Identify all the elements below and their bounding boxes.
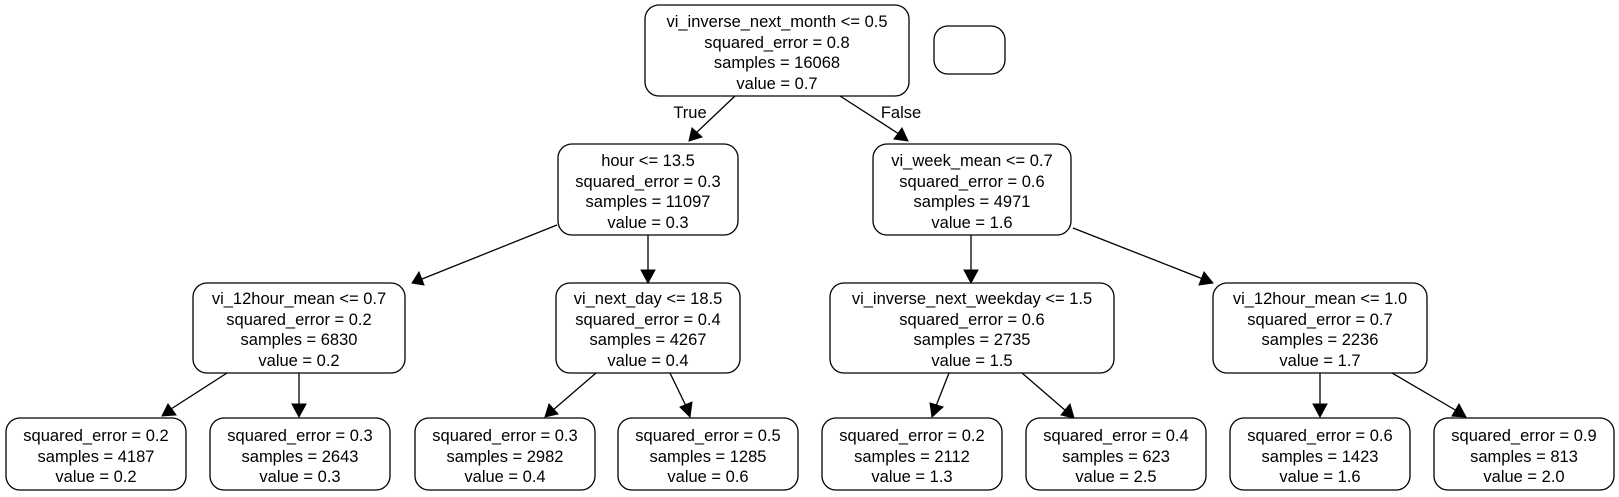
tree-leaf: squared_error = 0.5 samples = 1285 value… [617, 417, 799, 491]
tree-leaf: squared_error = 0.2 samples = 4187 value… [5, 417, 187, 491]
node-squared-error: squared_error = 0.3 [432, 427, 577, 445]
tree-leaf: squared_error = 0.6 samples = 1423 value… [1229, 417, 1411, 491]
node-squared-error: squared_error = 0.6 [1247, 427, 1392, 445]
node-samples: samples = 2643 [242, 448, 359, 466]
node-samples: samples = 2982 [447, 448, 564, 466]
edge-arrowhead [544, 403, 559, 418]
edge-12hour-mean-b-to-leaf-8 [1391, 372, 1458, 412]
edge-arrowhead [688, 127, 703, 142]
tree-leaf: squared_error = 0.2 samples = 2112 value… [821, 417, 1003, 491]
node-value: value = 1.6 [931, 214, 1012, 232]
edge-arrowhead [1451, 402, 1467, 418]
node-samples: samples = 4267 [590, 331, 707, 349]
node-value: value = 0.2 [55, 468, 136, 486]
edge-arrowhead [893, 127, 909, 142]
node-split-label: vi_12hour_mean <= 1.0 [1233, 290, 1407, 308]
node-squared-error: squared_error = 0.5 [635, 427, 780, 445]
tree-leaf: squared_error = 0.9 samples = 813 value … [1433, 417, 1615, 491]
node-split-label: vi_week_mean <= 0.7 [891, 152, 1052, 170]
tree-node-vi-12hour-mean-left: vi_12hour_mean <= 0.7 squared_error = 0.… [192, 282, 406, 374]
node-samples: samples = 2236 [1262, 331, 1379, 349]
node-squared-error: squared_error = 0.4 [1043, 427, 1188, 445]
edge-arrowhead [1060, 402, 1075, 419]
node-squared-error: squared_error = 0.6 [899, 173, 1044, 191]
edge-arrowhead [411, 270, 425, 286]
node-samples: samples = 813 [1470, 448, 1578, 466]
empty-legend-box [933, 25, 1006, 75]
node-value: value = 2.0 [1483, 468, 1564, 486]
node-samples: samples = 2735 [914, 331, 1031, 349]
edge-arrowhead [1198, 271, 1214, 286]
tree-leaf: squared_error = 0.3 samples = 2982 value… [414, 417, 596, 491]
node-samples: samples = 4187 [38, 448, 155, 466]
tree-leaf: squared_error = 0.3 samples = 2643 value… [209, 417, 391, 491]
edge-arrowhead [1312, 403, 1328, 419]
node-samples: samples = 1423 [1262, 448, 1379, 466]
node-value: value = 1.3 [871, 468, 952, 486]
node-samples: samples = 4971 [914, 193, 1031, 211]
node-split-label: vi_next_day <= 18.5 [574, 290, 723, 308]
tree-node-vi-week-mean: vi_week_mean <= 0.7 squared_error = 0.6 … [872, 143, 1072, 236]
tree-edges [161, 95, 1467, 419]
node-value: value = 1.5 [931, 352, 1012, 370]
node-value: value = 1.7 [1279, 352, 1360, 370]
node-squared-error: squared_error = 0.7 [1247, 311, 1392, 329]
edge-arrowhead [161, 403, 177, 417]
edge-arrowhead [640, 269, 656, 285]
node-samples: samples = 6830 [241, 331, 358, 349]
node-squared-error: squared_error = 0.8 [704, 34, 849, 52]
edge-12hour-mean-to-leaf-1 [170, 372, 228, 410]
node-squared-error: squared_error = 0.4 [575, 311, 720, 329]
edge-root-to-hour [695, 95, 736, 134]
tree-node-vi-inverse-next-weekday: vi_inverse_next_weekday <= 1.5 squared_e… [829, 282, 1115, 374]
edge-arrowhead [963, 269, 979, 285]
tree-leaf: squared_error = 0.4 samples = 623 value … [1025, 417, 1207, 491]
node-samples: samples = 16068 [714, 54, 840, 72]
edge-root-to-week-mean [839, 95, 900, 135]
node-value: value = 0.4 [464, 468, 545, 486]
node-squared-error: squared_error = 0.2 [226, 311, 371, 329]
node-value: value = 1.6 [1279, 468, 1360, 486]
node-samples: samples = 623 [1062, 448, 1170, 466]
node-split-label: hour <= 13.5 [601, 152, 695, 170]
tree-node-vi-next-day: vi_next_day <= 18.5 squared_error = 0.4 … [555, 282, 741, 374]
edge-inverse-weekday-to-leaf-6 [1021, 372, 1067, 412]
node-squared-error: squared_error = 0.6 [899, 311, 1044, 329]
node-samples: samples = 11097 [586, 193, 711, 211]
node-samples: samples = 2112 [854, 448, 970, 466]
edge-label-false: False [881, 104, 921, 122]
node-split-label: vi_inverse_next_weekday <= 1.5 [852, 290, 1092, 308]
edge-next-day-to-leaf-3 [552, 372, 597, 411]
edge-week-mean-to-12hour-mean [1072, 227, 1204, 280]
node-squared-error: squared_error = 0.3 [227, 427, 372, 445]
node-samples: samples = 1285 [650, 448, 767, 466]
node-value: value = 0.7 [736, 75, 817, 93]
tree-node-vi-12hour-mean-right: vi_12hour_mean <= 1.0 squared_error = 0.… [1212, 282, 1428, 374]
edge-inverse-weekday-to-leaf-5 [935, 372, 950, 407]
edge-arrowhead [929, 402, 944, 419]
node-squared-error: squared_error = 0.2 [839, 427, 984, 445]
edge-next-day-to-leaf-4 [669, 372, 687, 407]
tree-node-hour: hour <= 13.5 squared_error = 0.3 samples… [557, 143, 739, 236]
node-value: value = 0.2 [258, 352, 339, 370]
node-value: value = 0.3 [607, 214, 688, 232]
node-value: value = 0.4 [607, 352, 688, 370]
node-squared-error: squared_error = 0.3 [575, 173, 720, 191]
node-squared-error: squared_error = 0.9 [1451, 427, 1596, 445]
tree-node-root: vi_inverse_next_month <= 0.5 squared_err… [644, 4, 910, 97]
node-value: value = 2.5 [1075, 468, 1156, 486]
node-split-label: vi_12hour_mean <= 0.7 [212, 290, 386, 308]
edge-arrowhead [291, 403, 307, 419]
edge-label-true: True [673, 104, 706, 122]
node-value: value = 0.6 [667, 468, 748, 486]
edge-arrowhead [679, 401, 693, 419]
node-squared-error: squared_error = 0.2 [23, 427, 168, 445]
node-value: value = 0.3 [259, 468, 340, 486]
node-split-label: vi_inverse_next_month <= 0.5 [666, 13, 887, 31]
edge-hour-to-12hour-mean [421, 224, 558, 280]
